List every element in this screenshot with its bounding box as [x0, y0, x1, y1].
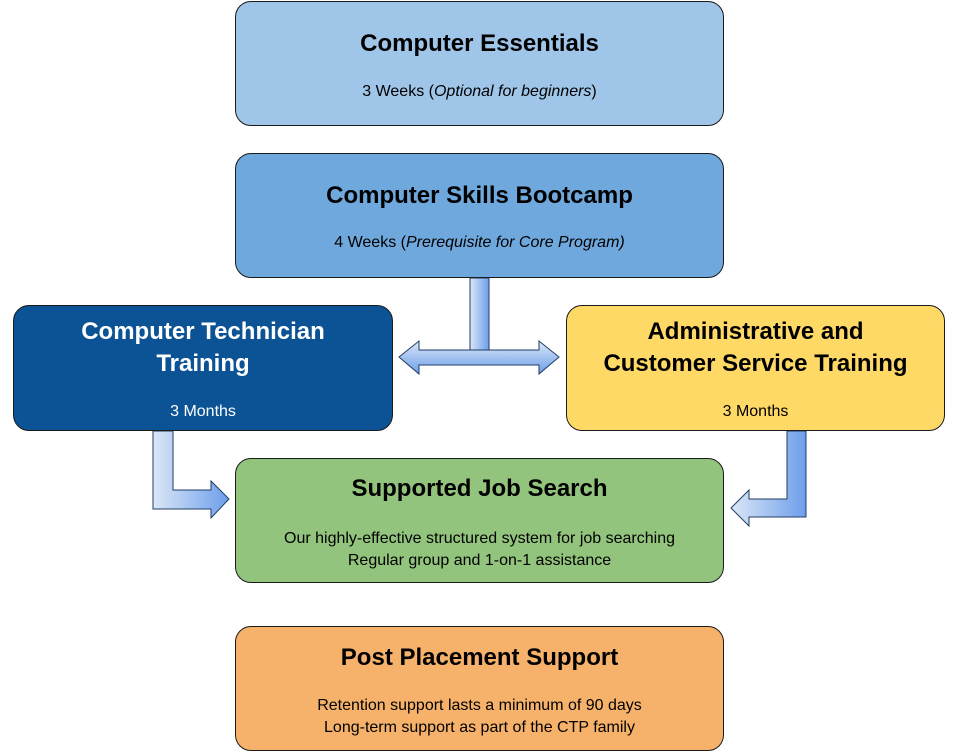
postplacement-line1: Retention support lasts a minimum of 90 …	[317, 697, 642, 714]
bootcamp-title: Computer Skills Bootcamp	[326, 182, 633, 209]
essentials-note: Optional for beginners	[433, 83, 592, 100]
technician-title-line2: Training	[156, 350, 250, 377]
technician-to-jobsearch-arrow	[152, 430, 230, 520]
jobsearch-line1: Our highly-effective structured system f…	[284, 530, 675, 547]
admin-duration: 3 Months	[722, 403, 789, 420]
computer-skills-bootcamp-box: Computer Skills Bootcamp 4 Weeks (Prereq…	[235, 153, 724, 278]
bootcamp-duration-text: 4 Weeks (	[334, 234, 406, 251]
essentials-close-paren: )	[591, 83, 597, 100]
bootcamp-duration: 4 Weeks (Prerequisite for Core Program)	[236, 232, 723, 254]
technician-duration: 3 Months	[170, 403, 236, 420]
postplacement-line2: Long-term support as part of the CTP fam…	[324, 719, 635, 736]
technician-title-line1: Computer Technician	[81, 318, 325, 345]
admin-title-line1: Administrative and	[647, 318, 864, 345]
computer-technician-training-box: Computer Technician Training 3 Months	[13, 305, 393, 431]
bootcamp-note: Prerequisite for Core Program)	[405, 234, 625, 251]
branch-double-arrow	[398, 339, 560, 376]
essentials-title: Computer Essentials	[360, 30, 599, 57]
jobsearch-title: Supported Job Search	[351, 475, 608, 502]
admin-to-jobsearch-arrow	[730, 430, 807, 528]
essentials-duration-text: 3 Weeks (	[362, 83, 434, 100]
admin-title-line2: Customer Service Training	[603, 350, 908, 377]
post-placement-support-box: Post Placement Support Retention support…	[235, 626, 724, 751]
essentials-duration: 3 Weeks (Optional for beginners)	[236, 81, 723, 103]
administrative-customer-service-box: Administrative and Customer Service Trai…	[566, 305, 945, 431]
supported-job-search-box: Supported Job Search Our highly-effectiv…	[235, 458, 724, 583]
jobsearch-line2: Regular group and 1-on-1 assistance	[347, 552, 612, 569]
postplacement-title: Post Placement Support	[340, 644, 619, 671]
computer-essentials-box: Computer Essentials 3 Weeks (Optional fo…	[235, 1, 724, 126]
bootcamp-stem-arrow	[469, 277, 490, 351]
